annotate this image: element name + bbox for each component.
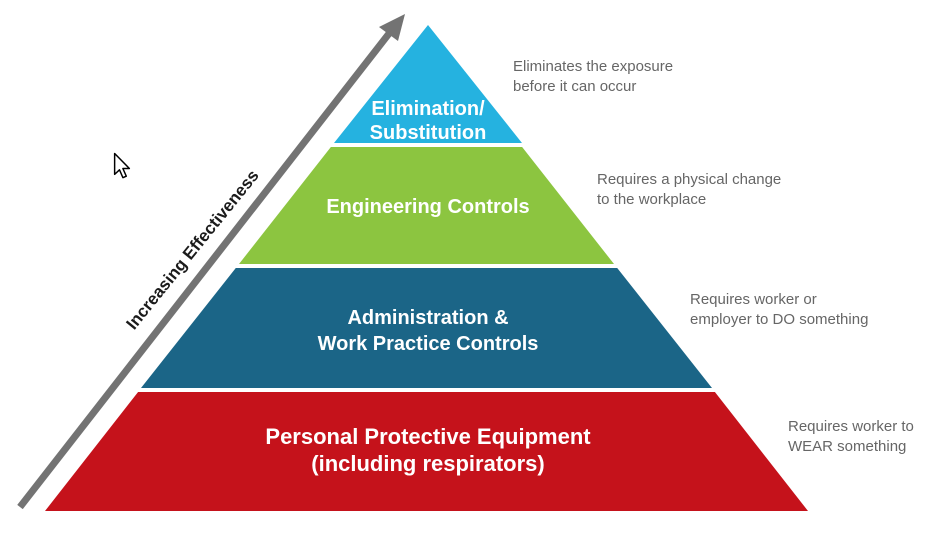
arrow-head-icon [379, 14, 405, 41]
annotation-line: employer to DO something [690, 310, 869, 328]
tier-shape-administration-work-practice-controls [141, 268, 712, 388]
arrow-shaft [17, 28, 394, 510]
annotation-engineering-controls: Requires a physical change to the workpl… [597, 170, 781, 209]
mouse-cursor-icon [113, 152, 131, 179]
annotation-line: WEAR something [788, 437, 907, 455]
annotation-line: Requires a physical change [597, 171, 782, 188]
annotation-line: Requires worker or [690, 291, 817, 308]
annotation-elimination-substitution: Eliminates the exposure before it can oc… [513, 57, 673, 96]
annotation-personal-protective-equipment: Requires worker to WEAR something [788, 417, 914, 456]
annotation-line: to the workplace [597, 190, 707, 208]
annotation-line: before it can occur [513, 77, 637, 95]
annotation-administration-work-practice-controls: Requires worker or employer to DO someth… [690, 290, 868, 329]
tier-shape-personal-protective-equipment [45, 392, 808, 511]
annotation-line: Eliminates the exposure [513, 58, 674, 75]
annotation-line: Requires worker to [788, 418, 914, 435]
